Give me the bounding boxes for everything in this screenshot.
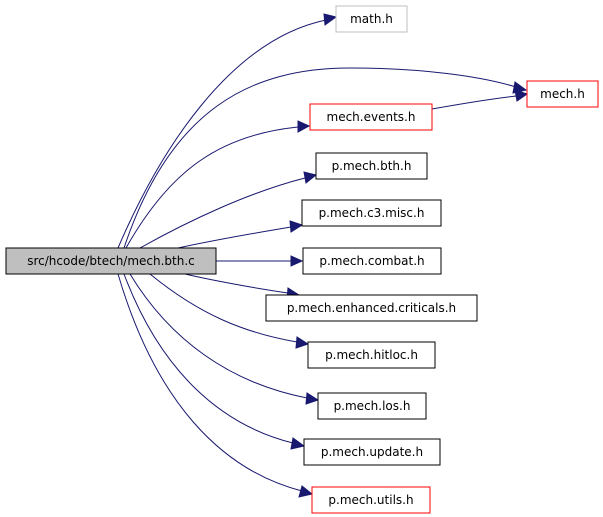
node-combat[interactable]: p.mech.combat.h (302, 247, 442, 275)
node-bth-label: p.mech.bth.h (332, 159, 412, 173)
node-crits[interactable]: p.mech.enhanced.criticals.h (265, 294, 478, 322)
edge-src-to-combat (216, 255, 304, 267)
node-hitloc-label: p.mech.hitloc.h (325, 348, 418, 362)
node-mech-box (526, 80, 599, 108)
node-los-label: p.mech.los.h (334, 399, 411, 413)
node-utils-label: p.mech.utils.h (328, 493, 413, 507)
node-mech-events-box (309, 103, 433, 131)
node-math-label: math.h (350, 12, 393, 26)
node-mech-label: mech.h (540, 87, 585, 101)
node-src-label: src/hcode/btech/mech.bth.c (27, 254, 195, 268)
node-combat-label: p.mech.combat.h (319, 254, 424, 268)
node-src[interactable]: src/hcode/btech/mech.bth.c (5, 247, 217, 275)
edge-src-to-math (117, 13, 338, 249)
node-los[interactable]: p.mech.los.h (317, 392, 427, 420)
node-update-label: p.mech.update.h (321, 445, 423, 459)
node-los-box (317, 392, 427, 420)
node-crits-box (265, 294, 478, 322)
edge-src-to-hitloc (149, 273, 310, 349)
edge-src-to-bth (139, 171, 318, 249)
node-mech-events-label: mech.events.h (327, 110, 416, 124)
edge-src-to-mech-events (125, 120, 311, 249)
node-mech-events[interactable]: mech.events.h (309, 103, 433, 131)
edge-src-to-utils (117, 273, 314, 498)
node-bth-box (315, 152, 428, 180)
node-crits-label: p.mech.enhanced.criticals.h (287, 301, 456, 315)
node-mech[interactable]: mech.h (526, 80, 599, 108)
node-utils[interactable]: p.mech.utils.h (311, 486, 431, 514)
node-update-box (303, 438, 441, 466)
edge-mech-events-to-mech (431, 89, 529, 110)
edge-src-to-update (123, 273, 306, 450)
node-math[interactable]: math.h (335, 5, 408, 33)
node-math-box (335, 5, 408, 33)
edge-src-to-los (129, 273, 320, 405)
node-src-box (5, 247, 217, 275)
node-combat-box (302, 247, 442, 275)
node-c3misc-box (301, 199, 442, 227)
node-hitloc[interactable]: p.mech.hitloc.h (307, 341, 436, 369)
node-hitloc-box (307, 341, 436, 369)
node-c3misc-label: p.mech.c3.misc.h (319, 206, 425, 220)
node-bth[interactable]: p.mech.bth.h (315, 152, 428, 180)
edge-src-to-c3misc (177, 220, 304, 249)
node-utils-box (311, 486, 431, 514)
node-update[interactable]: p.mech.update.h (303, 438, 441, 466)
node-c3misc[interactable]: p.mech.c3.misc.h (301, 199, 442, 227)
